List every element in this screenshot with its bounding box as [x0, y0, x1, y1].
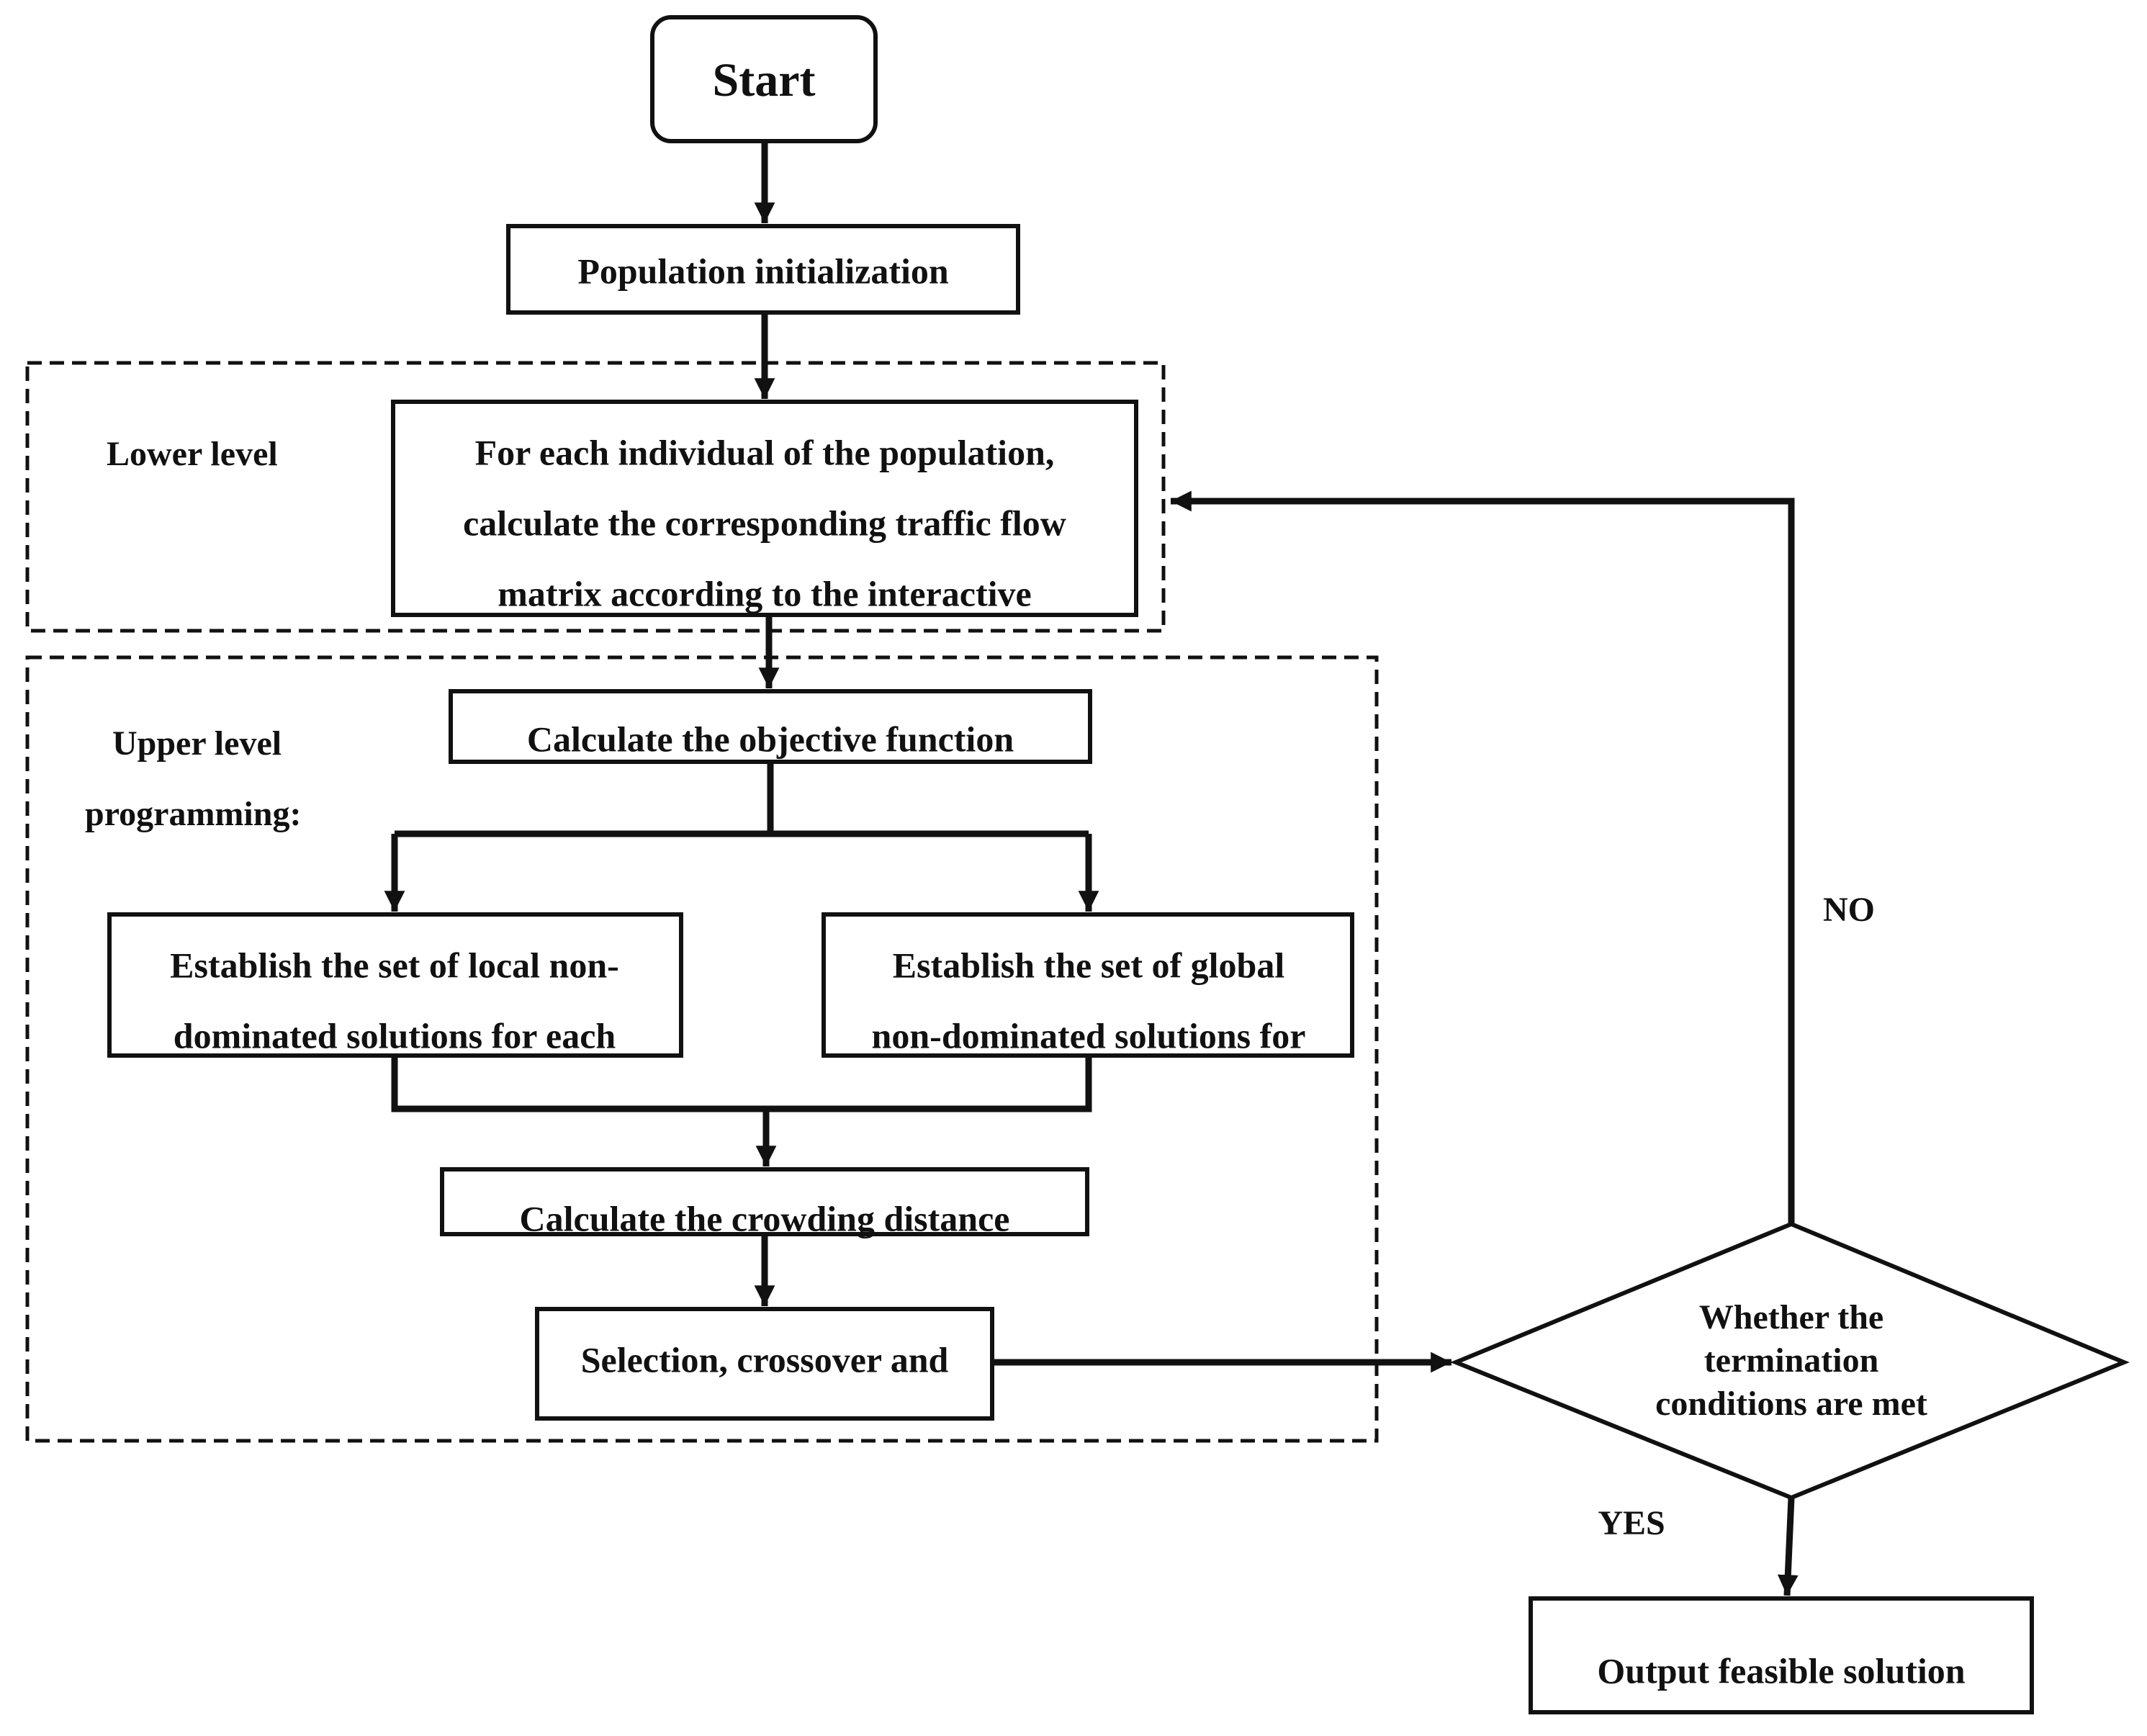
- decision-line1: Whether the: [1699, 1298, 1883, 1336]
- decision-line3: conditions are met: [1655, 1385, 1927, 1423]
- local-set-line2: dominated solutions for each: [174, 1015, 616, 1056]
- selection-label: Selection, crossover and: [581, 1339, 949, 1380]
- global-set-line2: non-dominated solutions for: [872, 1015, 1306, 1056]
- arrow-decision-yes-to-output: [1777, 1497, 1799, 1596]
- lower-level-label: Lower level: [107, 435, 278, 473]
- edge-label-no: NO: [1823, 891, 1875, 929]
- arrow-decision-no-loop: [1171, 490, 1795, 1224]
- output-label: Output feasible solution: [1597, 1650, 1965, 1691]
- lower-process-line3: matrix according to the interactive: [498, 573, 1031, 613]
- lower-process-line2: calculate the corresponding traffic flow: [463, 503, 1066, 543]
- local-set-line1: Establish the set of local non-: [170, 945, 619, 985]
- crowding-label: Calculate the crowding distance: [520, 1198, 1010, 1238]
- start-label: Start: [713, 54, 816, 107]
- upper-level-label-line2: programming:: [85, 795, 301, 833]
- lower-level-region: [25, 361, 1166, 633]
- lower-level-process-node: [391, 400, 1138, 617]
- edge-label-yes: YES: [1598, 1504, 1665, 1542]
- output-node: [1529, 1596, 2034, 1714]
- objective-label: Calculate the objective function: [527, 719, 1014, 759]
- selection-node: [535, 1307, 994, 1421]
- lower-process-line1: For each individual of the population,: [475, 432, 1055, 472]
- decision-line2: termination: [1704, 1341, 1879, 1380]
- connector-merge-bar: [391, 1056, 1092, 1112]
- global-set-line1: Establish the set of global: [893, 945, 1285, 985]
- upper-level-label-line1: Upper level: [112, 724, 282, 763]
- population-init-node: [506, 224, 1020, 315]
- upper-level-region: [25, 655, 1379, 1443]
- population-init-label: Population initialization: [577, 251, 949, 291]
